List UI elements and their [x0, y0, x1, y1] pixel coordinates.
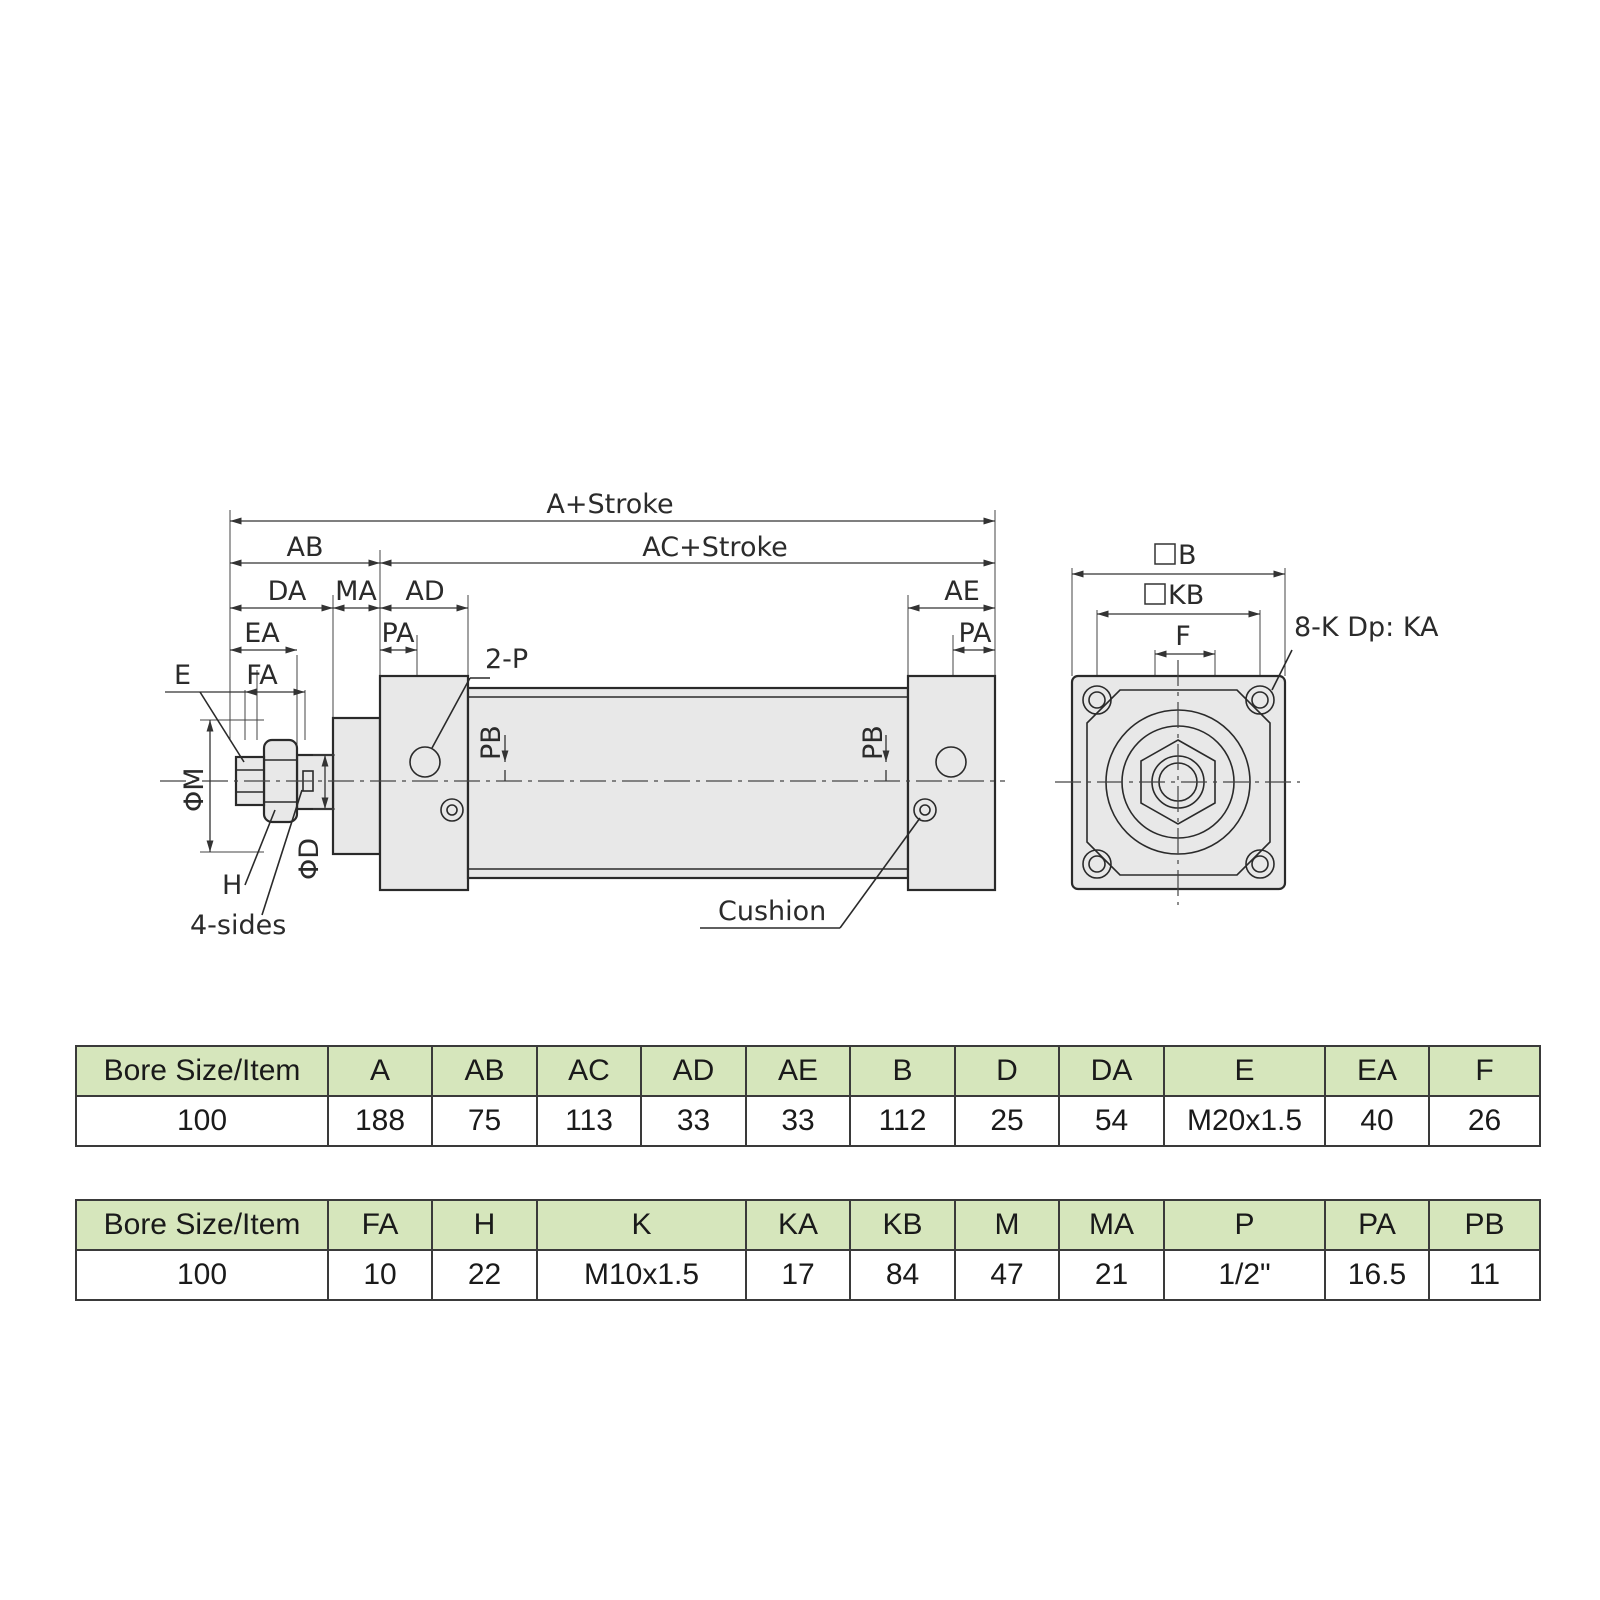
side-view [160, 510, 1005, 929]
table-cell: 84 [849, 1249, 956, 1301]
table-cell: 1/2" [1163, 1249, 1326, 1301]
label-da: DA [268, 576, 307, 607]
table-header-row: Bore Size/Item FA H K KA KB M MA P PA PB [75, 1199, 1541, 1251]
label-ae: AE [944, 576, 980, 607]
label-ea: EA [244, 618, 280, 649]
table-cell: M20x1.5 [1163, 1095, 1326, 1147]
table-row: 100 10 22 M10x1.5 17 84 47 21 1/2" 16.5 … [75, 1249, 1541, 1301]
table-header-cell: Bore Size/Item [75, 1045, 329, 1097]
table-header-cell: DA [1058, 1045, 1165, 1097]
table-cell: 54 [1058, 1095, 1165, 1147]
label-pb-right: PB [858, 725, 889, 760]
table-cell: 75 [431, 1095, 538, 1147]
table-header-cell: KB [849, 1199, 956, 1251]
table-header-cell: PB [1428, 1199, 1541, 1251]
label-phi-m: ΦM [179, 767, 210, 812]
table-header-cell: AE [745, 1045, 851, 1097]
table-cell: 16.5 [1324, 1249, 1430, 1301]
table-header-cell: E [1163, 1045, 1326, 1097]
label-b: B [1178, 540, 1197, 571]
table-cell: M10x1.5 [536, 1249, 747, 1301]
table-header-cell: F [1428, 1045, 1541, 1097]
table-header-cell: M [954, 1199, 1060, 1251]
table-header-cell: AC [536, 1045, 642, 1097]
table-cell: 113 [536, 1095, 642, 1147]
table-cell: 100 [75, 1095, 329, 1147]
square-symbol-b [1154, 543, 1176, 565]
label-ma: MA [335, 576, 377, 607]
table-header-cell: K [536, 1199, 747, 1251]
table-cell: 47 [954, 1249, 1060, 1301]
table-header-cell: EA [1324, 1045, 1430, 1097]
table-header-cell: MA [1058, 1199, 1165, 1251]
label-ad: AD [405, 576, 444, 607]
table-header-cell: PA [1324, 1199, 1430, 1251]
table-cell: 26 [1428, 1095, 1541, 1147]
label-e: E [174, 660, 191, 691]
label-phi-d: ΦD [294, 838, 325, 880]
dimension-table-1: Bore Size/Item A AB AC AD AE B D DA E EA… [75, 1045, 1541, 1147]
table-cell: 11 [1428, 1249, 1541, 1301]
table-header-cell: AD [640, 1045, 747, 1097]
table-cell: 17 [745, 1249, 851, 1301]
table-header-cell: Bore Size/Item [75, 1199, 329, 1251]
table-cell: 33 [640, 1095, 747, 1147]
table-cell: 188 [327, 1095, 433, 1147]
label-fa: FA [246, 660, 278, 691]
table-cell: 22 [431, 1249, 538, 1301]
label-cushion: Cushion [718, 896, 826, 927]
label-2-p: 2-P [485, 644, 528, 675]
dimension-table-2: Bore Size/Item FA H K KA KB M MA P PA PB… [75, 1199, 1541, 1301]
table-header-cell: B [849, 1045, 956, 1097]
table-header-cell: FA [327, 1199, 433, 1251]
table-cell: 10 [327, 1249, 433, 1301]
label-kb: KB [1168, 580, 1204, 611]
table-header-cell: P [1163, 1199, 1326, 1251]
table-header-cell: D [954, 1045, 1060, 1097]
cylinder-dimension-drawing: A+Stroke AC+Stroke AB DA MA AD AE EA PA … [160, 489, 1439, 941]
end-view [1055, 568, 1300, 905]
table-header-cell: A [327, 1045, 433, 1097]
table-cell: 100 [75, 1249, 329, 1301]
table-header-cell: H [431, 1199, 538, 1251]
label-ab: AB [287, 532, 324, 563]
table-cell: 21 [1058, 1249, 1165, 1301]
label-4-sides: 4-sides [190, 910, 286, 941]
table-header-row: Bore Size/Item A AB AC AD AE B D DA E EA… [75, 1045, 1541, 1097]
label-pb-left: PB [476, 725, 507, 760]
table-cell: 40 [1324, 1095, 1430, 1147]
label-pa-right: PA [958, 618, 992, 649]
table-header-cell: KA [745, 1199, 851, 1251]
label-f: F [1175, 621, 1191, 652]
table-header-cell: AB [431, 1045, 538, 1097]
label-8-k-dp-ka: 8-K Dp: KA [1294, 612, 1439, 643]
square-symbol-kb [1144, 583, 1166, 605]
label-pa-left: PA [381, 618, 415, 649]
table-row: 100 188 75 113 33 33 112 25 54 M20x1.5 4… [75, 1095, 1541, 1147]
label-a-stroke: A+Stroke [546, 489, 673, 520]
table-cell: 25 [954, 1095, 1060, 1147]
label-h: H [222, 870, 242, 901]
table-cell: 33 [745, 1095, 851, 1147]
label-ac-stroke: AC+Stroke [642, 532, 788, 563]
table-cell: 112 [849, 1095, 956, 1147]
